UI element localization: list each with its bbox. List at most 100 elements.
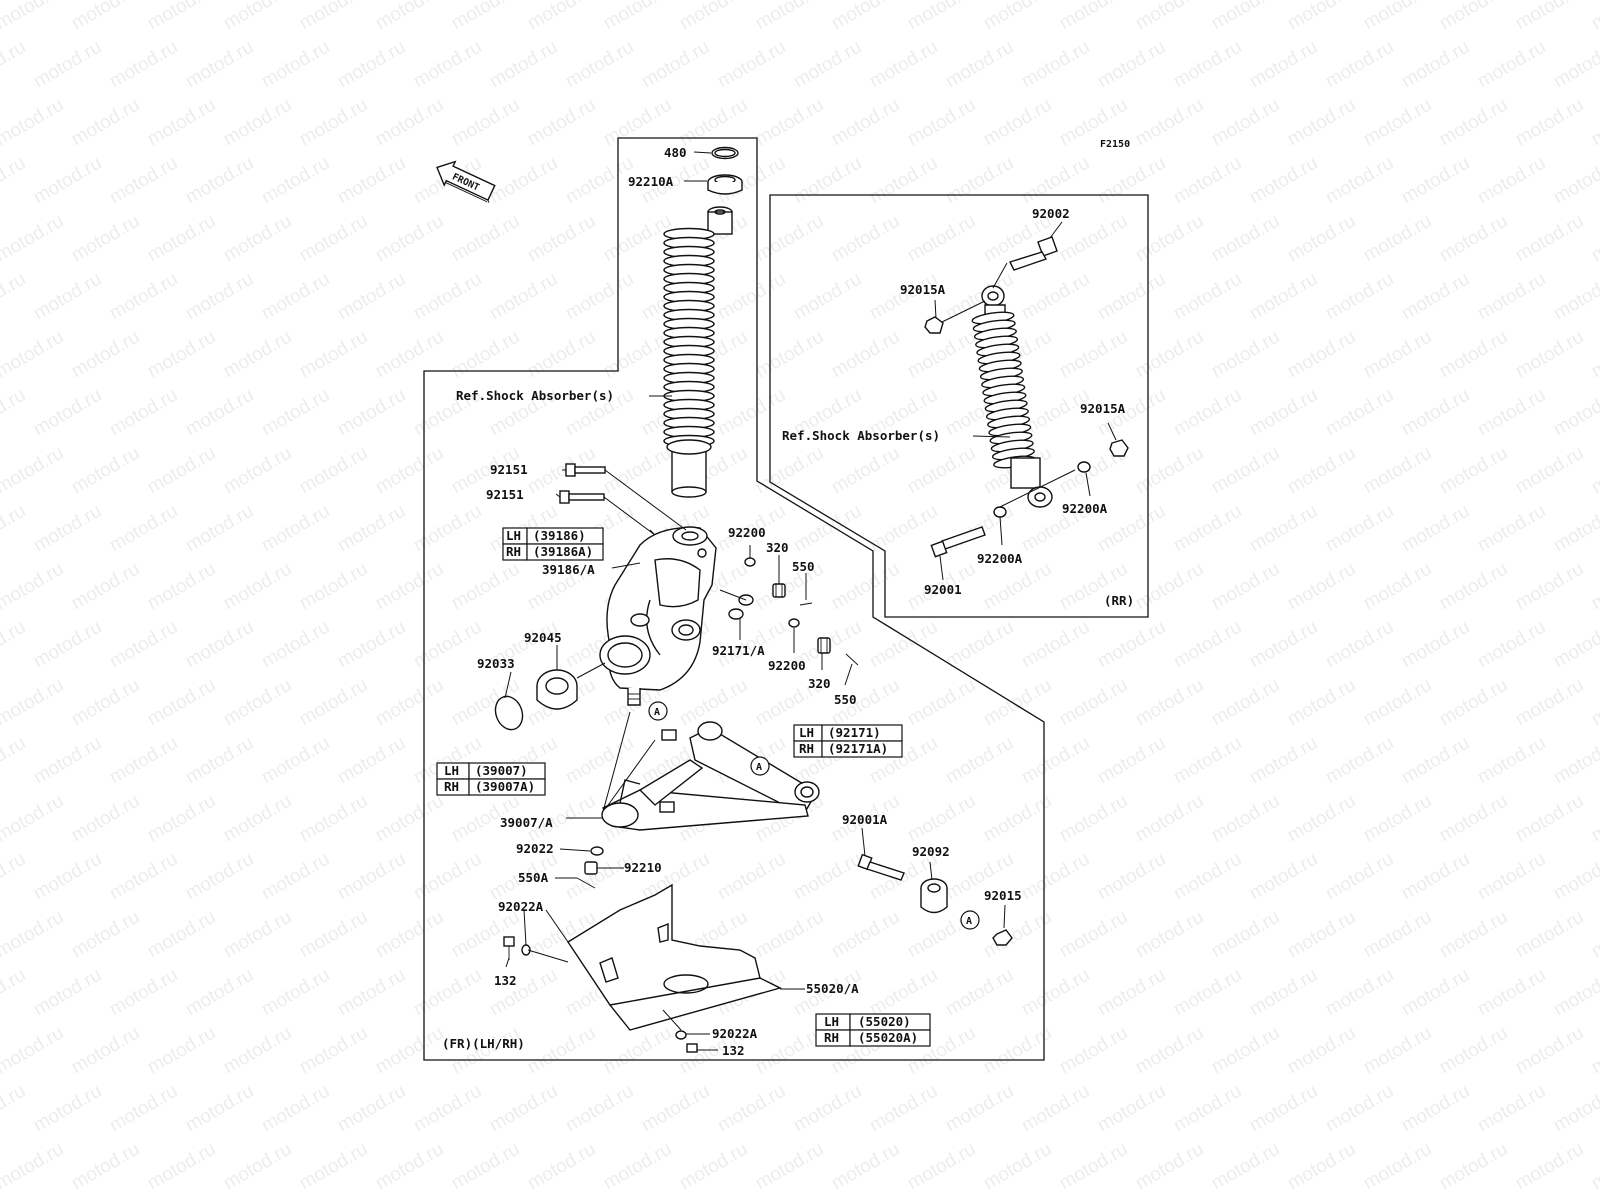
watermark-text: motod.ru: [1246, 501, 1321, 557]
watermark-text: motod.ru: [1056, 1023, 1131, 1079]
watermark-text: motod.ru: [866, 153, 941, 209]
watermark-text: motod.ru: [1208, 1139, 1283, 1195]
watermark-text: motod.ru: [1360, 1139, 1435, 1195]
table-side-lh: LH: [444, 763, 459, 778]
watermark-text: motod.ru: [334, 617, 409, 673]
watermark-text: motod.ru: [106, 37, 181, 93]
watermark-text: motod.ru: [1322, 965, 1397, 1021]
watermark-text: motod.ru: [1284, 95, 1359, 151]
watermark-text: motod.ru: [1512, 95, 1587, 151]
watermark-text: motod.ru: [1550, 501, 1600, 557]
watermark-text: motod.ru: [1322, 849, 1397, 905]
watermark-text: motod.ru: [1208, 327, 1283, 383]
watermark-text: motod.ru: [1588, 443, 1600, 499]
watermark-text: motod.ru: [1322, 385, 1397, 441]
watermark-text: motod.ru: [1360, 559, 1435, 615]
callout-92001A: 92001A: [842, 812, 888, 827]
watermark-text: motod.ru: [0, 211, 67, 267]
watermark-text: motod.ru: [372, 0, 447, 34]
watermark-text: motod.ru: [30, 385, 105, 441]
watermark-text: motod.ru: [828, 443, 903, 499]
watermark-text: motod.ru: [220, 95, 295, 151]
watermark-text: motod.ru: [1474, 617, 1549, 673]
watermark-text: motod.ru: [828, 1139, 903, 1195]
watermark-text: motod.ru: [0, 501, 29, 557]
watermark-text: motod.ru: [1208, 559, 1283, 615]
watermark-text: motod.ru: [524, 0, 599, 34]
front-footer-label: (FR)(LH/RH): [442, 1036, 525, 1051]
watermark-text: motod.ru: [1322, 1197, 1397, 1200]
watermark-text: motod.ru: [1170, 153, 1245, 209]
callout-92015: 92015: [984, 888, 1022, 903]
watermark-text: motod.ru: [1284, 1023, 1359, 1079]
watermark-text: motod.ru: [106, 617, 181, 673]
watermark-text: motod.ru: [1512, 907, 1587, 963]
watermark-text: motod.ru: [0, 617, 29, 673]
watermark-text: motod.ru: [1132, 95, 1207, 151]
watermark-text: motod.ru: [0, 0, 67, 34]
watermark-text: motod.ru: [144, 95, 219, 151]
watermark-text: motod.ru: [1170, 617, 1245, 673]
watermark-text: motod.ru: [1512, 675, 1587, 731]
watermark-text: motod.ru: [1132, 791, 1207, 847]
watermark-text: motod.ru: [828, 95, 903, 151]
watermark-text: motod.ru: [144, 443, 219, 499]
watermark-text: motod.ru: [1018, 1081, 1093, 1137]
table-part: (55020A): [858, 1030, 918, 1045]
watermark-text: motod.ru: [904, 675, 979, 731]
watermark-text: motod.ru: [182, 1081, 257, 1137]
watermark-text: motod.ru: [1208, 443, 1283, 499]
watermark-text: motod.ru: [600, 0, 675, 34]
watermark-text: motod.ru: [0, 37, 29, 93]
watermark-text: motod.ru: [904, 0, 979, 34]
watermark-text: motod.ru: [600, 1023, 675, 1079]
watermark-text: motod.ru: [410, 37, 485, 93]
watermark-text: motod.ru: [68, 907, 143, 963]
watermark-text: motod.ru: [334, 153, 409, 209]
watermark-text: motod.ru: [1436, 791, 1511, 847]
watermark-text: motod.ru: [1246, 269, 1321, 325]
watermark-text: motod.ru: [182, 617, 257, 673]
watermark-text: motod.ru: [1474, 1197, 1549, 1200]
watermark-text: motod.ru: [1132, 675, 1207, 731]
watermark-text: motod.ru: [1018, 617, 1093, 673]
watermark-text: motod.ru: [1588, 1139, 1600, 1195]
callout-92151-upper: 92151: [490, 462, 528, 477]
watermark-text: motod.ru: [1018, 37, 1093, 93]
callout-39007A: 39007/A: [500, 815, 553, 830]
watermark-text: motod.ru: [1474, 965, 1549, 1021]
watermark-text: motod.ru: [524, 211, 599, 267]
callout-39186A: 39186/A: [542, 562, 595, 577]
watermark-text: motod.ru: [1436, 559, 1511, 615]
watermark-text: motod.ru: [1322, 617, 1397, 673]
watermark-text: motod.ru: [0, 559, 67, 615]
watermark-text: motod.ru: [1436, 907, 1511, 963]
watermark-text: motod.ru: [0, 269, 29, 325]
watermark-text: motod.ru: [1246, 965, 1321, 1021]
watermark-text: motod.ru: [106, 501, 181, 557]
watermark-text: motod.ru: [1512, 1139, 1587, 1195]
watermark-text: motod.ru: [1550, 385, 1600, 441]
watermark-text: motod.ru: [524, 327, 599, 383]
watermark-text: motod.ru: [1246, 733, 1321, 789]
watermark-text: motod.ru: [1436, 1139, 1511, 1195]
table-side-lh: LH: [506, 528, 521, 543]
watermark-text: motod.ru: [258, 733, 333, 789]
watermark-text: motod.ru: [1550, 1197, 1600, 1200]
watermark-text: motod.ru: [296, 1023, 371, 1079]
watermark-text: motod.ru: [1588, 0, 1600, 34]
watermark-text: motod.ru: [828, 327, 903, 383]
watermark-text: motod.ru: [1094, 733, 1169, 789]
watermark-text: motod.ru: [1474, 1081, 1549, 1137]
watermark-text: motod.ru: [220, 559, 295, 615]
watermark-text: motod.ru: [790, 1081, 865, 1137]
table-side-rh: RH: [824, 1030, 839, 1045]
watermark-text: motod.ru: [1474, 153, 1549, 209]
watermark-text: motod.ru: [1550, 153, 1600, 209]
watermark-text: motod.ru: [296, 95, 371, 151]
front-ref-shock-label: Ref.Shock Absorber(s): [456, 388, 614, 403]
lower-a-arm: [601, 721, 820, 831]
callout-92210A: 92210A: [628, 174, 674, 189]
callout-550A: 550A: [518, 870, 549, 885]
